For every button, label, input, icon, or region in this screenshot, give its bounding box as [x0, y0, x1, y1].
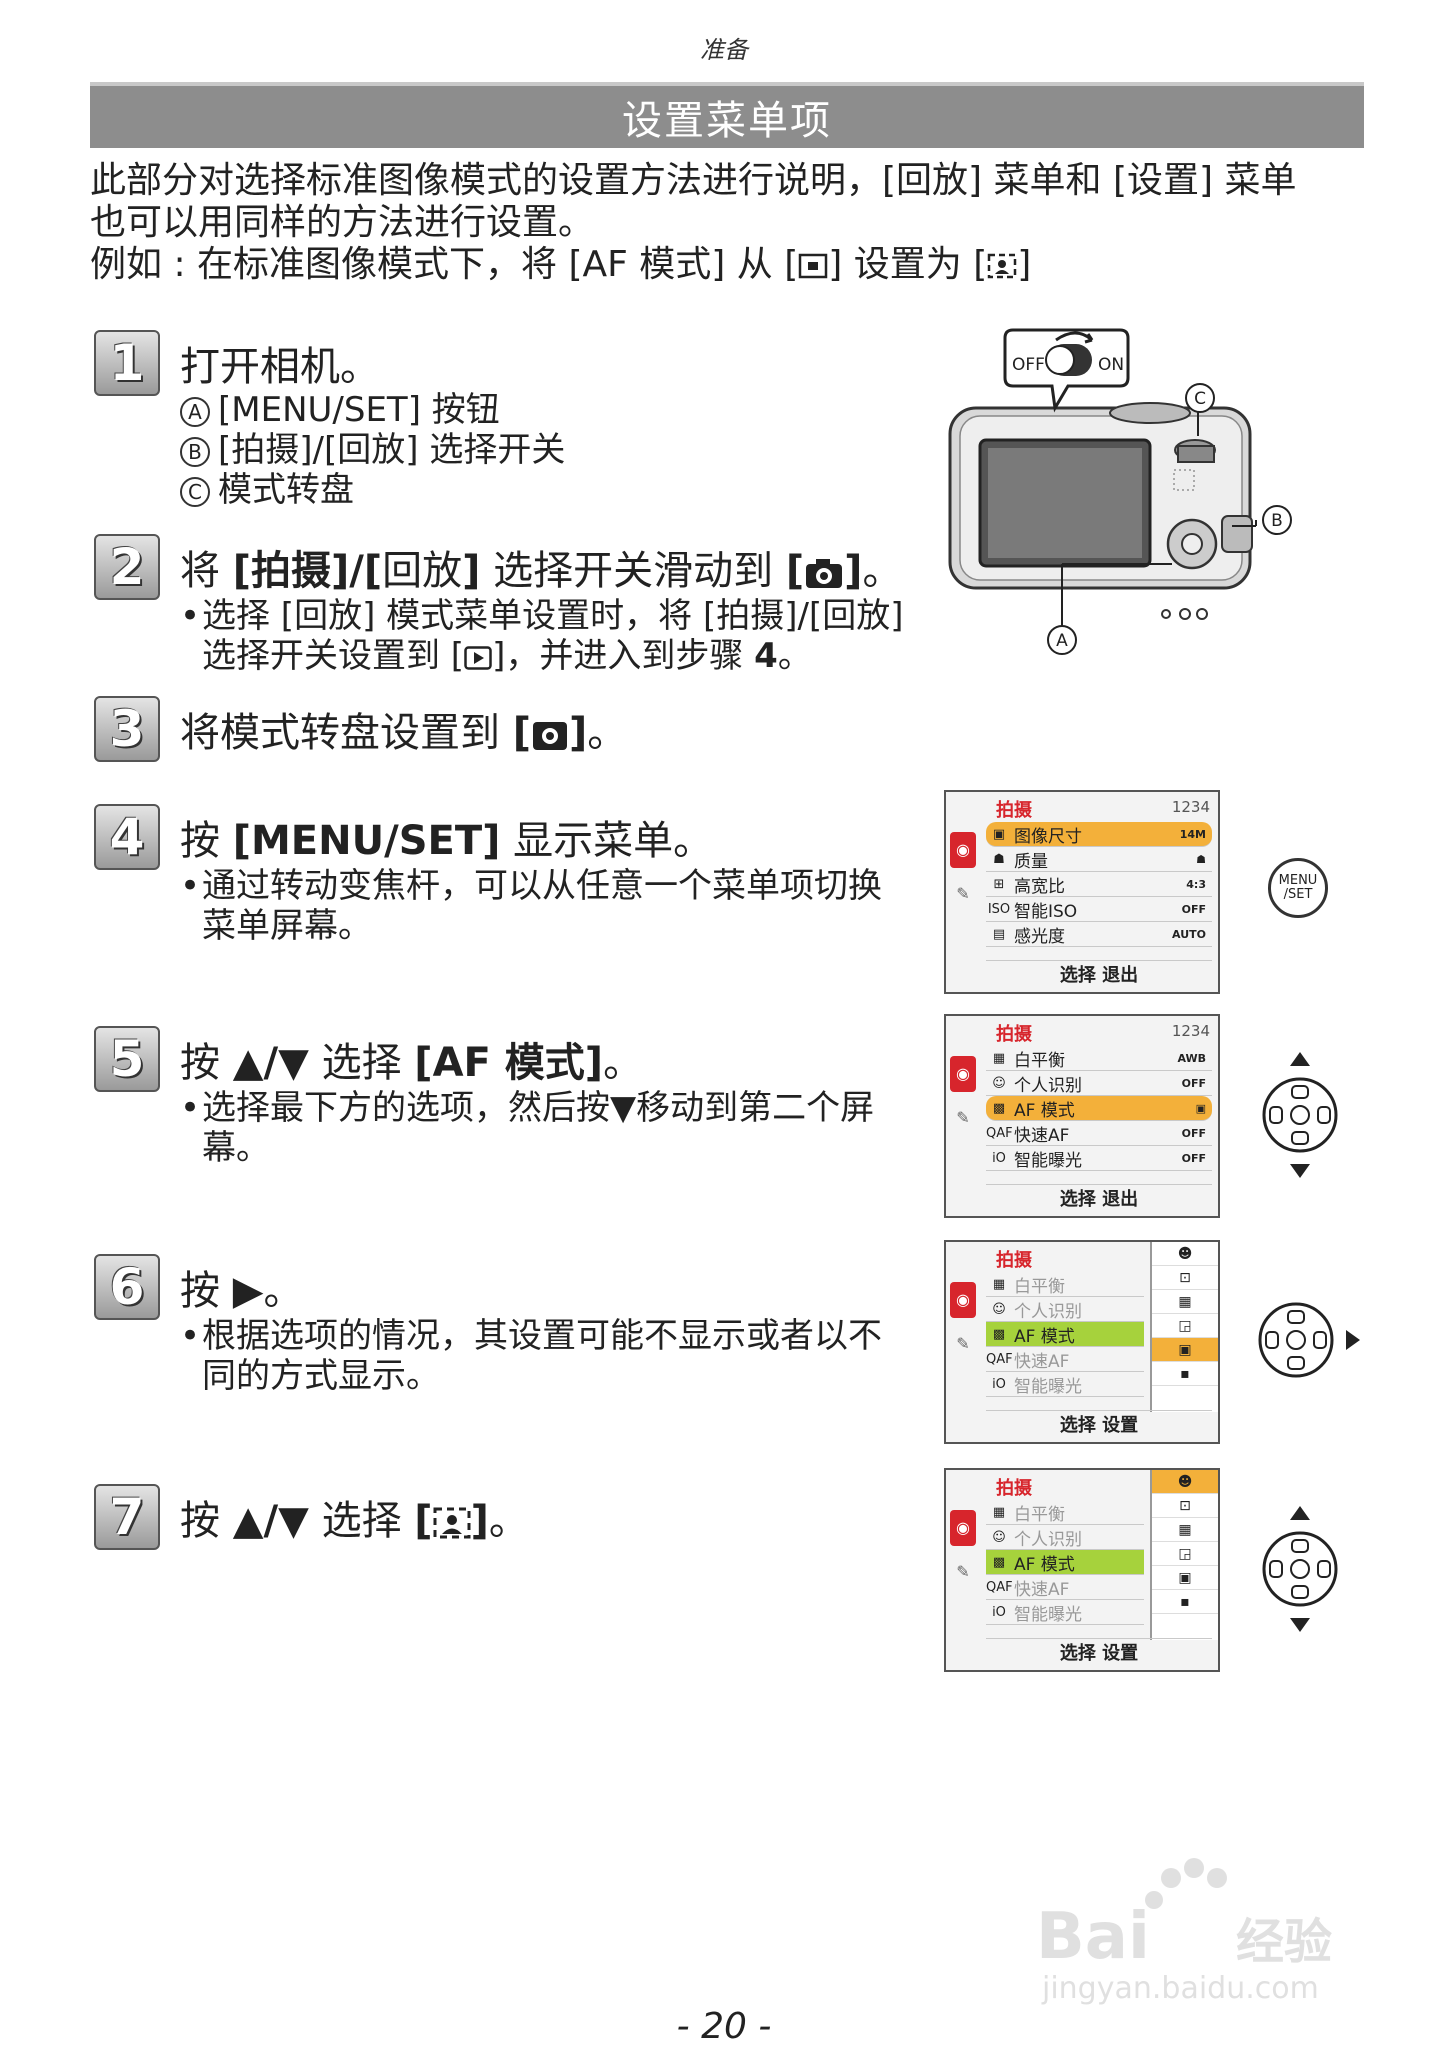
step-title: 按 ▲/▼ 选择 [AF 模式]。	[180, 1040, 644, 1086]
svg-text:jingyan.baidu.com: jingyan.baidu.com	[1041, 1971, 1319, 2006]
af-mode-options: ☻ ⊡ ▦ ◲ ▣ ▪	[1150, 1470, 1218, 1640]
setup-tab-icon: ✎	[956, 1108, 970, 1127]
page-title: 设置菜单项	[90, 82, 1364, 148]
step-number: 2	[94, 534, 160, 600]
rec-tab-icon: ◉	[950, 1056, 976, 1092]
paw-logo-icon: Bai 经验 jingyan.baidu.com	[1036, 1858, 1332, 2006]
note-a: A[MENU/SET] 按钮	[180, 390, 950, 430]
step-number: 6	[94, 1254, 160, 1320]
setup-tab-icon: ✎	[956, 1334, 970, 1353]
step-title: 按 [MENU/SET] 显示菜单。	[180, 818, 714, 864]
intro-line-2: 也可以用同样的方法进行设置。	[90, 202, 595, 243]
normal-picture-mode-icon	[533, 722, 567, 750]
step-title: 打开相机。	[180, 344, 380, 390]
menu-row: ▦白平衡	[986, 1500, 1144, 1525]
cursor-button-up-down-icon	[1262, 1506, 1338, 1632]
step-title: 按 ▶。	[180, 1268, 304, 1314]
camera-icon	[806, 559, 843, 588]
menu-row: ☗质量☗	[986, 847, 1212, 872]
step-number: 5	[94, 1026, 160, 1092]
face-detection-icon	[433, 1507, 471, 1539]
step-number: 7	[94, 1484, 160, 1550]
step-number: 3	[94, 696, 160, 762]
note-b: B[拍摄]/[回放] 选择开关	[180, 430, 950, 470]
switch-on-label: ON	[1098, 355, 1124, 375]
callout-b: B	[1271, 511, 1283, 531]
setup-tab-icon: ✎	[956, 884, 970, 903]
switch-off-label: OFF	[1012, 355, 1045, 375]
menu-row: ▩AF 模式	[986, 1550, 1144, 1575]
setup-tab-icon: ✎	[956, 1562, 970, 1581]
menu-row: ☺个人识别	[986, 1297, 1144, 1322]
callout-c: C	[1194, 389, 1206, 409]
step-title: 将 [拍摄]/[回放] 选择开关滑动到 []。	[180, 548, 903, 594]
rec-tab-icon: ◉	[950, 1282, 976, 1318]
cursor-button-up-down-icon	[1262, 1052, 1338, 1178]
step-number: 4	[94, 804, 160, 870]
step-bullet: 选择最下方的选项，然后按▼移动到第二个屏 幕。	[180, 1088, 950, 1168]
camera-illustration: OFF ON C B A	[948, 328, 1292, 655]
menu-row: ▩AF 模式▣	[986, 1096, 1212, 1121]
rec-tab-icon: ◉	[950, 1510, 976, 1546]
baidu-watermark: Bai 经验 jingyan.baidu.com	[1036, 1850, 1366, 2010]
af-1area-icon	[799, 253, 828, 279]
callout-a: A	[1056, 631, 1068, 651]
step-title: 按 ▲/▼ 选择 []。	[180, 1498, 529, 1544]
intro-text: 此部分对选择标准图像模式的设置方法进行说明，[回放] 菜单和 [设置] 菜单 也…	[90, 160, 1370, 286]
step-bullet: 根据选项的情况，其设置可能不显示或者以不 同的方式显示。	[180, 1316, 950, 1396]
svg-text:经验: 经验	[1236, 1914, 1332, 1970]
menu-row: ▩AF 模式	[986, 1322, 1144, 1347]
svg-text:Bai: Bai	[1036, 1900, 1150, 1974]
intro-line-3: 例如 : 在标准图像模式下，将 [AF 模式] 从 [] 设置为 []	[90, 244, 1032, 285]
menu-row: ☺个人识别	[986, 1525, 1144, 1550]
intro-line-1: 此部分对选择标准图像模式的设置方法进行说明，[回放] 菜单和 [设置] 菜单	[90, 160, 1297, 201]
page-number: - 20 -	[676, 2006, 772, 2047]
step-number: 1	[94, 330, 160, 396]
face-detection-icon	[988, 253, 1017, 279]
cursor-button-right-icon	[1258, 1302, 1360, 1378]
section-label: 准备	[700, 36, 748, 64]
step-title: 将模式转盘设置到 []。	[180, 710, 628, 756]
step-bullet: 通过转动变焦杆，可以从任意一个菜单项切换 菜单屏幕。	[180, 866, 950, 946]
menu-row: ▦白平衡	[986, 1272, 1144, 1297]
playback-icon	[464, 645, 492, 670]
step-bullet: 选择 [回放] 模式菜单设置时，将 [拍摄]/[回放] 选择开关设置到 []，并…	[180, 596, 950, 676]
rec-tab-icon: ◉	[950, 832, 976, 868]
menu-set-button-icon: MENU/SET	[1268, 858, 1328, 918]
af-mode-options: ☻ ⊡ ▦ ◲ ▣ ▪	[1150, 1242, 1218, 1412]
